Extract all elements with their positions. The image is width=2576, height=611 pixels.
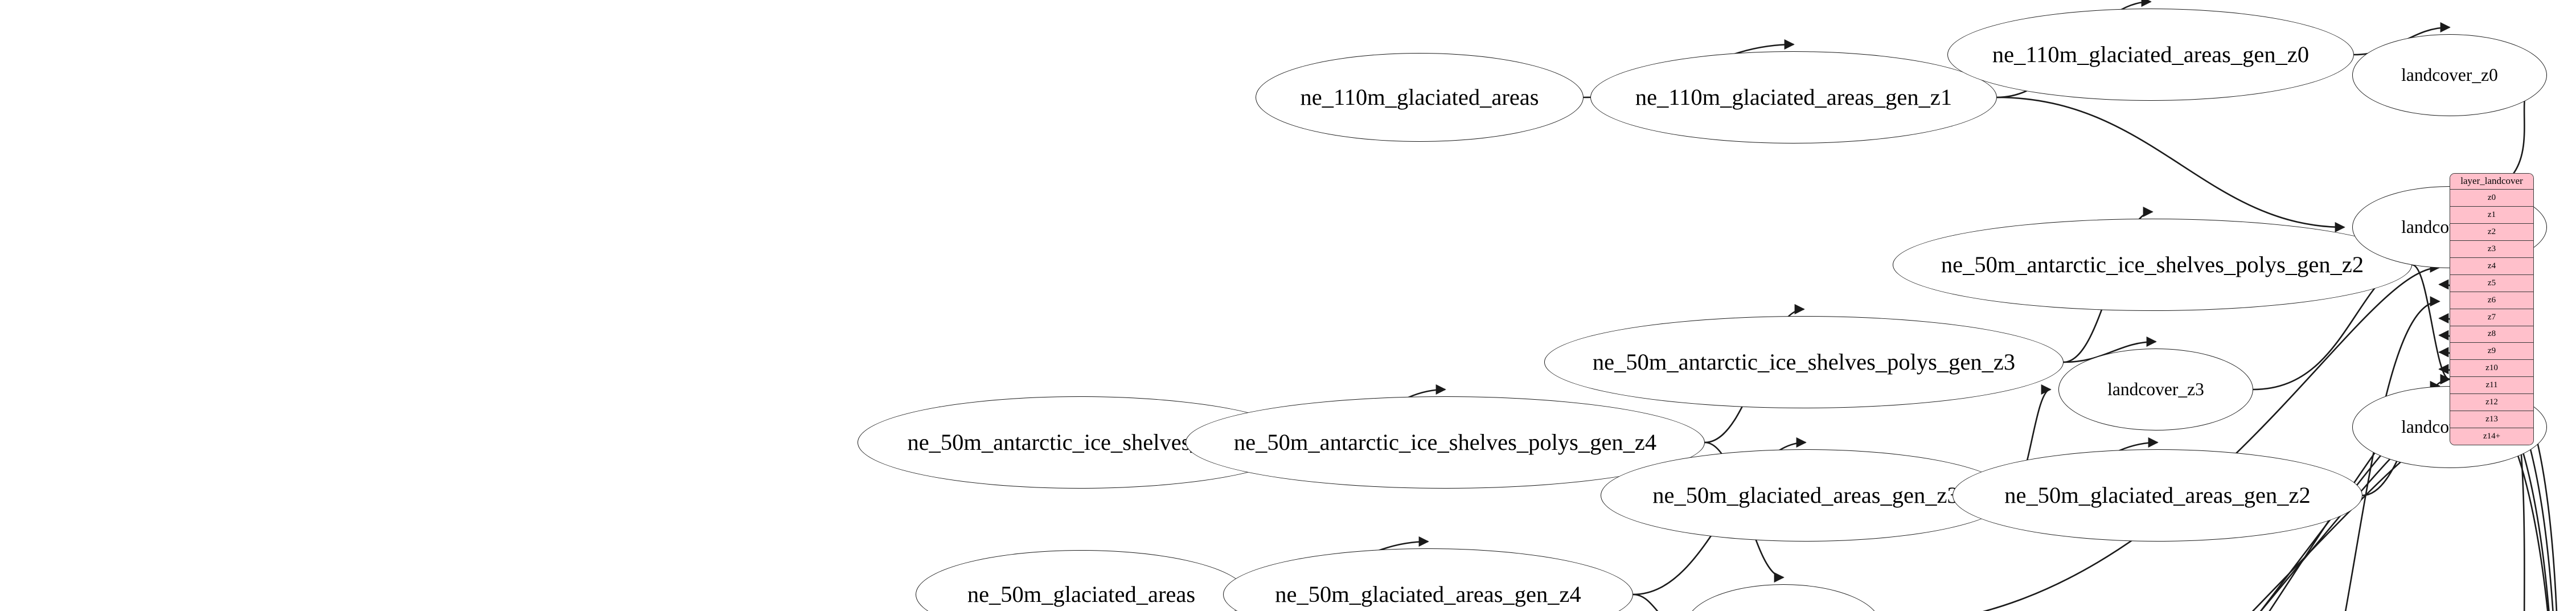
graph-node-landcover_z3[interactable]: landcover_z3: [2058, 348, 2253, 430]
graph-node-label: ne_110m_glaciated_areas_gen_z0: [1992, 41, 2310, 67]
graph-edge: [1996, 96, 2345, 233]
layer-landcover-row-z1[interactable]: z1: [2450, 206, 2533, 224]
graph-node-ne_110m_glaciated_areas_gen_z1[interactable]: ne_110m_glaciated_areas_gen_z1: [1590, 51, 1997, 143]
layer-landcover-row-z0[interactable]: z0: [2450, 190, 2533, 207]
graph-node-landcover_z0[interactable]: landcover_z0: [2352, 34, 2547, 116]
graph-node-label: ne_50m_antarctic_ice_shelves_polys_gen_z…: [1941, 251, 2364, 277]
graph-edge: [1632, 593, 1659, 611]
layer-landcover-row-z2[interactable]: z2: [2450, 223, 2533, 241]
graph-node-label: landcover_z0: [2401, 65, 2498, 85]
layer-landcover-row-z14+[interactable]: z14+: [2450, 428, 2533, 445]
graph-node-label: ne_110m_glaciated_areas: [1300, 84, 1539, 110]
graph-node-label: ne_110m_glaciated_areas_gen_z1: [1635, 84, 1952, 110]
layer-landcover-row-z13[interactable]: z13: [2450, 411, 2533, 429]
graph-edge: [2251, 432, 2440, 611]
graph-node-ne_50m_antarctic_ice_shelves_polys_gen_z2[interactable]: ne_50m_antarctic_ice_shelves_polys_gen_z…: [1893, 219, 2412, 311]
graph-edge: [1982, 262, 2440, 611]
layer-landcover-row-z6[interactable]: z6: [2450, 292, 2533, 309]
layer-landcover-row-z7[interactable]: z7: [2450, 309, 2533, 326]
graph-edge: [2259, 397, 2440, 611]
graph-node-label: ne_50m_glaciated_areas_gen_z3: [1652, 482, 1959, 508]
graph-edge: [2344, 296, 2440, 611]
layer-landcover-row-z8[interactable]: z8: [2450, 326, 2533, 343]
graph-node-ne_50m_glaciated_areas_gen_z2[interactable]: ne_50m_glaciated_areas_gen_z2: [1952, 449, 2362, 542]
layer-landcover-row-z5[interactable]: z5: [2450, 274, 2533, 292]
graph-edge: [2063, 336, 2157, 363]
graph-node-label: landcover_z3: [2107, 379, 2204, 400]
graph-node-label: ne_50m_antarctic_ice_shelves_polys_gen_z…: [1592, 348, 2016, 375]
layer-landcover-row-z11[interactable]: z11: [2450, 377, 2533, 395]
graph-node-label: ne_50m_glaciated_areas_gen_z2: [2004, 482, 2311, 508]
layer-landcover-row-z4[interactable]: z4: [2450, 257, 2533, 275]
graph-node-label: ne_50m_glaciated_areas: [967, 581, 1196, 607]
graph-node-label: ne_50m_glaciated_areas_gen_z4: [1275, 581, 1581, 607]
graph-node-ne_50m_antarctic_ice_shelves_polys_gen_z4[interactable]: ne_50m_antarctic_ice_shelves_polys_gen_z…: [1186, 396, 1705, 489]
layer-landcover-row-z3[interactable]: z3: [2450, 240, 2533, 258]
graph-node-label: ne_50m_antarctic_ice_shelves_polys_gen_z…: [1233, 429, 1657, 455]
layer-landcover-title: layer_landcover: [2450, 174, 2533, 190]
layer-landcover-row-z12[interactable]: z12: [2450, 394, 2533, 412]
layer-landcover-row-z10[interactable]: z10: [2450, 360, 2533, 378]
layer-landcover-row-z9[interactable]: z9: [2450, 343, 2533, 360]
graph-node-ne_50m_glaciated_areas_gen_z3[interactable]: ne_50m_glaciated_areas_gen_z3: [1601, 449, 2011, 542]
graph-edge: [2411, 264, 2451, 384]
graph-node-ne_50m_antarctic_ice_shelves_polys_gen_z3[interactable]: ne_50m_antarctic_ice_shelves_polys_gen_z…: [1544, 316, 2064, 408]
graph-node-ne_110m_glaciated_areas[interactable]: ne_110m_glaciated_areas: [1256, 53, 1584, 142]
graph-node-ne_110m_glaciated_areas_gen_z0[interactable]: ne_110m_glaciated_areas_gen_z0: [1947, 9, 2354, 101]
